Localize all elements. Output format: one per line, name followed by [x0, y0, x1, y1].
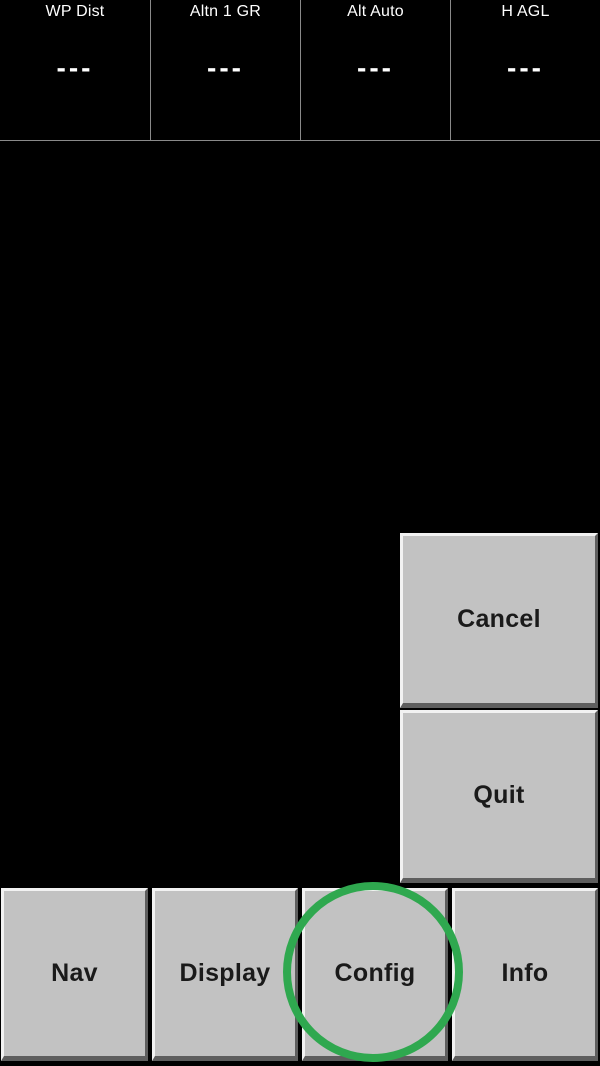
infobox-label: Alt Auto: [347, 3, 404, 20]
infobox-value: ---: [56, 52, 94, 83]
config-button-label: Config: [334, 959, 416, 987]
infobox-label: WP Dist: [45, 3, 105, 20]
infobox-value: ---: [207, 52, 244, 83]
infobox-h-agl[interactable]: H AGL ---: [450, 0, 600, 140]
quit-button[interactable]: Quit: [400, 710, 598, 883]
display-button[interactable]: Display: [152, 888, 298, 1061]
config-button[interactable]: Config: [302, 888, 448, 1061]
infobox-value: ---: [357, 52, 394, 83]
quit-button-label: Quit: [473, 781, 525, 809]
nav-button[interactable]: Nav: [1, 888, 148, 1061]
cancel-button[interactable]: Cancel: [400, 533, 598, 708]
infobox-alt-auto[interactable]: Alt Auto ---: [300, 0, 450, 140]
display-button-label: Display: [179, 959, 271, 987]
infobox-value: ---: [507, 52, 544, 83]
infobox-row: WP Dist --- Altn 1 GR --- Alt Auto --- H…: [0, 0, 600, 141]
infobox-wp-dist[interactable]: WP Dist ---: [0, 0, 150, 140]
nav-button-label: Nav: [51, 959, 98, 987]
infobox-label: Altn 1 GR: [189, 3, 262, 20]
info-button[interactable]: Info: [452, 888, 598, 1061]
cancel-button-label: Cancel: [457, 605, 541, 633]
infobox-label: H AGL: [501, 3, 550, 20]
info-button-label: Info: [501, 959, 549, 987]
infobox-altn-1-gr[interactable]: Altn 1 GR ---: [150, 0, 300, 140]
